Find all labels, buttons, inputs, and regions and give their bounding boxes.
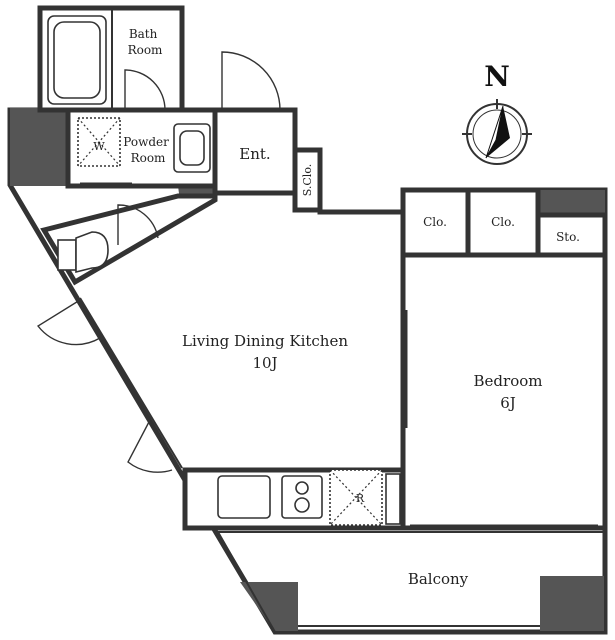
bedroom-size-label: 6J: [500, 394, 516, 412]
storage-label: Sto.: [556, 230, 580, 244]
powder-room-label-line1: Powder: [123, 135, 169, 149]
svg-text:Bath Room: Bath Room: [128, 27, 163, 57]
closet-1-label: Clo.: [423, 215, 447, 229]
bath-room-label-line2: Room: [128, 43, 163, 57]
toilet-bowl: [75, 231, 109, 274]
column-top-left: [10, 108, 68, 186]
balcony-label: Balcony: [408, 570, 469, 588]
ldk-door-swing-lower: [127, 419, 173, 473]
sink-basin: [179, 130, 205, 166]
entrance-door-swing: [221, 51, 281, 111]
svg-text:Powder Room: Powder Room: [123, 135, 172, 165]
bedroom-label: Bedroom: [474, 372, 543, 390]
toilet-door-swing: [117, 204, 159, 245]
balcony-outline: [216, 531, 606, 633]
compass-ring-inner: [472, 109, 522, 159]
column-bottom-right: [540, 576, 605, 632]
cooktop: [281, 475, 323, 519]
storage-wall: [535, 212, 608, 258]
burner-2: [294, 497, 310, 513]
powder-room-label-line2: Room: [131, 151, 166, 165]
refrigerator-label: R: [356, 492, 365, 505]
entrance-label: Ent.: [239, 145, 270, 163]
washer-x2: [77, 117, 121, 167]
burner-1: [295, 481, 309, 495]
column-top-right: [538, 190, 605, 215]
refrigerator-x2: [329, 469, 383, 526]
ldk-door-swing-upper: [36, 299, 101, 346]
ldk-window-1: [79, 297, 183, 469]
bath-door-swing: [124, 69, 166, 111]
bathtub-inner: [53, 21, 101, 99]
compass: N: [462, 60, 532, 165]
closet-2-label: Clo.: [491, 215, 515, 229]
shoe-closet-wall: [292, 147, 323, 213]
ldk-label: Living Dining Kitchen: [182, 332, 348, 350]
kitchen-sink: [217, 475, 271, 519]
kitchen-side-panel: [385, 473, 401, 525]
washer-label: W: [93, 140, 105, 153]
compass-north-label: N: [484, 60, 510, 93]
compass-needle-light: [485, 105, 504, 159]
bedroom-wall: [400, 252, 608, 531]
bath-room-label-line1: Bath: [129, 27, 158, 41]
ldk-size-label: 10J: [252, 354, 277, 372]
toilet-tank: [57, 239, 77, 271]
shoe-closet-label: S.Clo.: [301, 164, 314, 197]
